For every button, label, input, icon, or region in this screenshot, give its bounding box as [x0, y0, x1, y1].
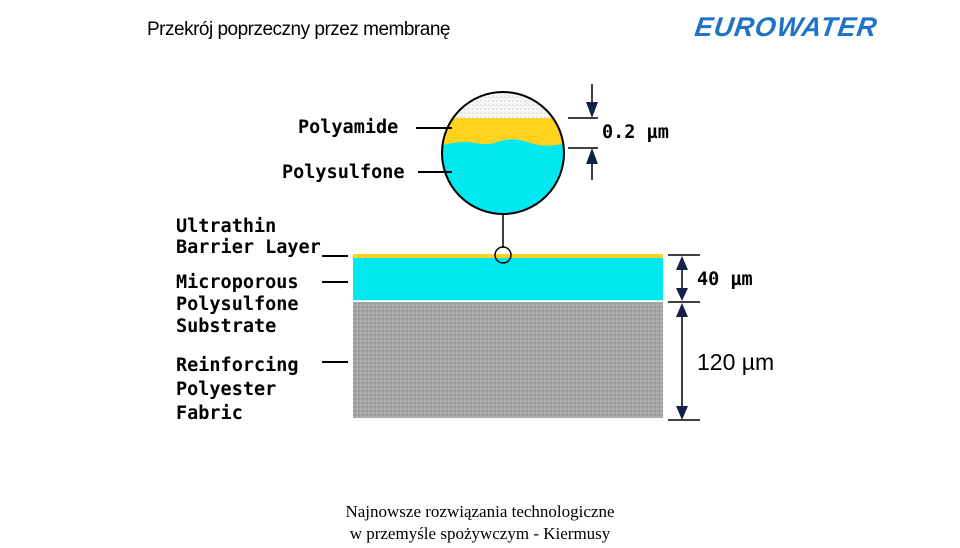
thickness-arrow-down-icon	[586, 102, 598, 118]
thickness-label: 0.2 µm	[602, 122, 669, 143]
substrate-layer-block	[353, 258, 663, 301]
fabric-layer-label: Reinforcing Polyester Fabric	[176, 355, 299, 424]
substrate-layer-label: Microporous Polysulfone Substrate	[176, 272, 299, 337]
dim-120-arrow-down-icon	[676, 406, 688, 420]
dim-40-arrow-down-icon	[676, 288, 688, 301]
barrier-layer-label: Ultrathin Barrier Layer	[176, 216, 321, 258]
magnified-circle	[442, 92, 564, 214]
dimension-40-label: 40 µm	[697, 269, 753, 290]
dim-120-arrow-up-icon	[676, 303, 688, 317]
circle-polysulfone-layer	[442, 139, 564, 214]
footer-line-2: w przemyśle spożywczym - Kiermusy	[349, 524, 611, 543]
dimension-120-label: 120 µm	[697, 349, 775, 375]
barrier-layer-block	[353, 254, 663, 258]
polyamide-label: Polyamide	[298, 117, 399, 138]
footer-line-1: Najnowsze rozwiązania technologiczne	[345, 502, 615, 521]
fabric-layer-block	[353, 302, 663, 418]
slide-title: Przekrój poprzeczny przez membranę	[147, 19, 450, 40]
zoom-point-circle	[494, 246, 512, 264]
thickness-arrow-up-icon	[586, 148, 598, 164]
dim-40-arrow-up-icon	[676, 256, 688, 270]
polysulfone-label: Polysulfone	[282, 162, 405, 183]
